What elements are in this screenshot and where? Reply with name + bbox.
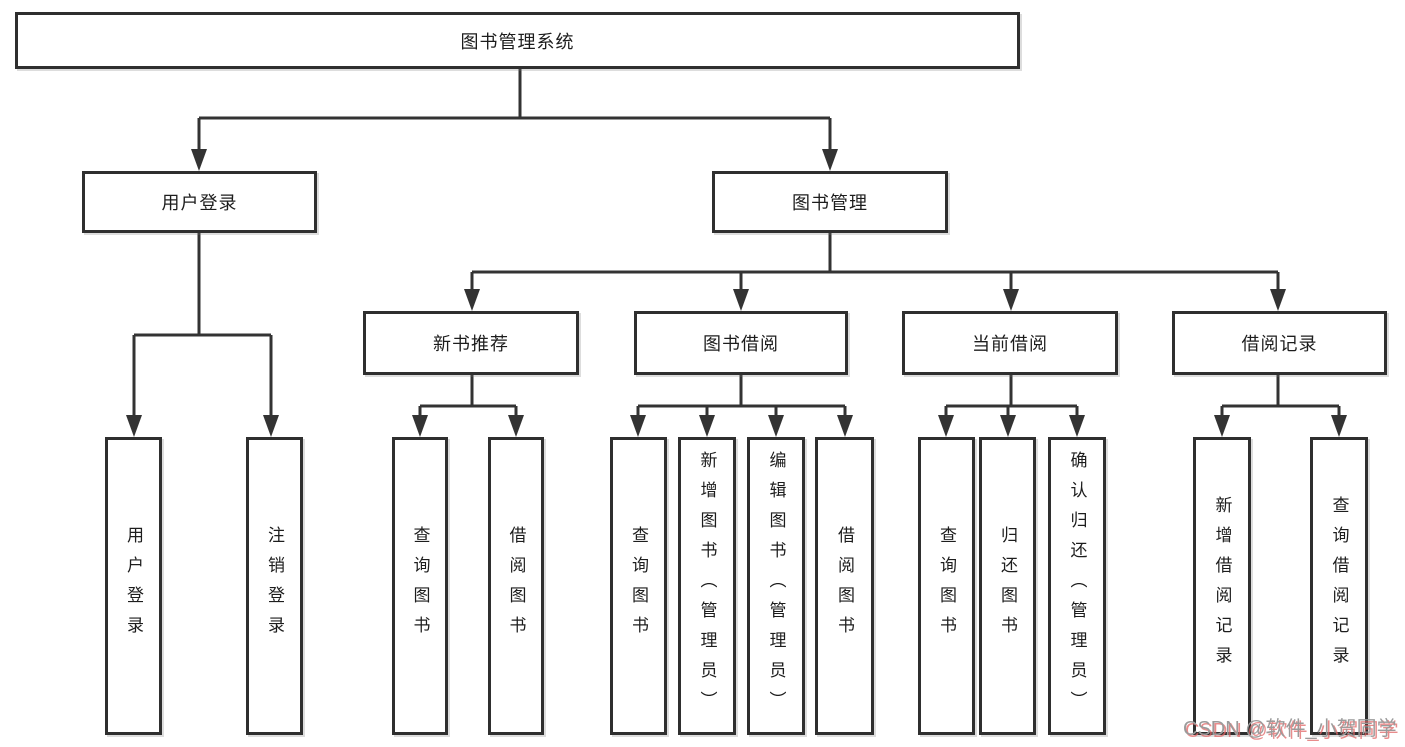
arrowhead [1003, 289, 1019, 311]
connector-user-login-to-leaves [126, 233, 279, 437]
connector-line [636, 375, 847, 418]
arrowhead [1069, 415, 1085, 437]
connector-line [197, 69, 832, 152]
arrowhead [699, 415, 715, 437]
connector-line [418, 375, 518, 418]
node-group-borrow-record: 借阅记录 [1172, 311, 1387, 375]
connector-root-to-level2 [191, 69, 838, 171]
node-group-book-borrow: 图书借阅 [634, 311, 848, 375]
leaf-query-borrow-record: 查询借阅记录 [1310, 437, 1368, 735]
arrowhead [630, 415, 646, 437]
arrowhead [464, 289, 480, 311]
node-label: 归还图书 [998, 526, 1017, 646]
connector-book-management-to-groups [464, 233, 1286, 311]
arrowhead [768, 415, 784, 437]
arrowhead [1214, 415, 1230, 437]
node-label: 查询借阅记录 [1329, 496, 1349, 676]
leaf-add-borrow-record: 新增借阅记录 [1193, 437, 1251, 735]
connector-line [1220, 375, 1341, 418]
node-book-management-branch: 图书管理 [712, 171, 948, 233]
connector-line [470, 233, 1280, 292]
node-label: 查询图书 [937, 526, 956, 646]
node-label: 借阅记录 [1241, 334, 1318, 354]
leaf-borrow-books-1: 借阅图书 [488, 437, 544, 735]
arrowhead [126, 415, 142, 437]
leaf-edit-books-admin: 编辑图书（管理员） [747, 437, 805, 735]
connector-current-borrow-to-leaves [938, 375, 1085, 437]
node-label: 图书管理系统 [460, 31, 575, 52]
arrowhead [263, 415, 279, 437]
arrowhead [1270, 289, 1286, 311]
arrowhead [1331, 415, 1347, 437]
node-label: 图书借阅 [703, 334, 779, 354]
leaf-query-books-1: 查询图书 [392, 437, 448, 735]
node-group-new-book-recommend: 新书推荐 [363, 311, 579, 375]
node-label: 用户登录 [161, 193, 238, 213]
node-label: 用户登录 [124, 526, 143, 646]
arrowhead [938, 415, 954, 437]
leaf-query-books-3: 查询图书 [918, 437, 975, 735]
node-label: 查询图书 [629, 526, 648, 646]
leaf-query-books-2: 查询图书 [610, 437, 667, 735]
arrowhead [508, 415, 524, 437]
node-label: 借阅图书 [835, 526, 854, 646]
arrowhead [822, 149, 838, 171]
node-label: 当前借阅 [972, 334, 1048, 354]
node-label: 确认归还（管理员） [1067, 451, 1087, 721]
leaf-user-login: 用户登录 [105, 437, 162, 735]
leaf-logout: 注销登录 [246, 437, 303, 735]
arrowhead [191, 149, 207, 171]
arrowhead [412, 415, 428, 437]
connector-book-borrow-to-leaves [630, 375, 853, 437]
arrowhead [733, 289, 749, 311]
node-label: 新增借阅记录 [1212, 496, 1232, 676]
connector-line [944, 375, 1079, 418]
connector-borrow-record-to-leaves [1214, 375, 1347, 437]
leaf-borrow-books-2: 借阅图书 [815, 437, 874, 735]
arrowhead [837, 415, 853, 437]
node-label: 图书管理 [792, 193, 868, 213]
node-root-system: 图书管理系统 [15, 12, 1020, 69]
arrowhead [1000, 415, 1016, 437]
node-label: 借阅图书 [506, 526, 526, 646]
leaf-confirm-return-admin: 确认归还（管理员） [1048, 437, 1106, 735]
node-label: 注销登录 [265, 526, 284, 646]
node-label: 查询图书 [410, 526, 430, 646]
leaf-return-books: 归还图书 [979, 437, 1036, 735]
node-label: 编辑图书（管理员） [766, 451, 786, 721]
node-label: 新书推荐 [433, 334, 509, 354]
node-label: 新增图书（管理员） [697, 451, 717, 721]
connector-line [132, 233, 273, 418]
csdn-watermark: CSDN @软件_小贺同学 [1183, 718, 1397, 740]
node-user-login-branch: 用户登录 [82, 171, 317, 233]
leaf-add-books-admin: 新增图书（管理员） [678, 437, 736, 735]
node-group-current-borrow: 当前借阅 [902, 311, 1118, 375]
connector-new-book-recommend-to-leaves [412, 375, 524, 437]
